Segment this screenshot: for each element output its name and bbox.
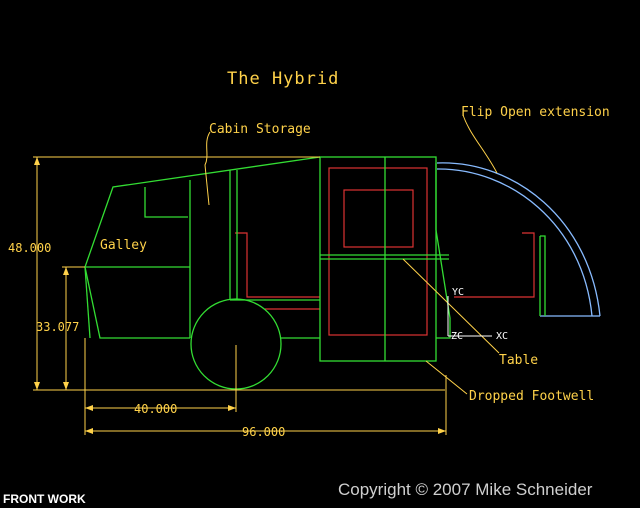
trailer-body (84, 156, 546, 390)
dimension-arrows (34, 157, 446, 434)
flip-open-extension (436, 162, 601, 317)
drawing-title: The Hybrid (227, 69, 339, 89)
axis-label-xc: XC (496, 331, 508, 342)
axis-label-zc: ZC (451, 331, 463, 342)
coordinate-axes (447, 296, 492, 337)
dim-overall-length: 96.000 (242, 425, 285, 439)
label-galley: Galley (100, 238, 147, 253)
dim-floor-height: 33.077 (36, 320, 79, 334)
interior-furniture (235, 167, 535, 336)
dim-axle-position: 40.000 (134, 402, 177, 416)
view-name-label: FRONT WORK (3, 492, 86, 506)
label-dropped-footwell: Dropped Footwell (469, 389, 594, 404)
axis-label-yc: YC (452, 287, 464, 298)
dimension-lines (33, 114, 500, 435)
copyright-notice: Copyright © 2007 Mike Schneider (338, 480, 593, 499)
dim-overall-height: 48.000 (8, 241, 51, 255)
label-flip-open: Flip Open extension (461, 105, 610, 120)
label-cabin-storage: Cabin Storage (209, 122, 311, 137)
label-table: Table (499, 353, 538, 368)
